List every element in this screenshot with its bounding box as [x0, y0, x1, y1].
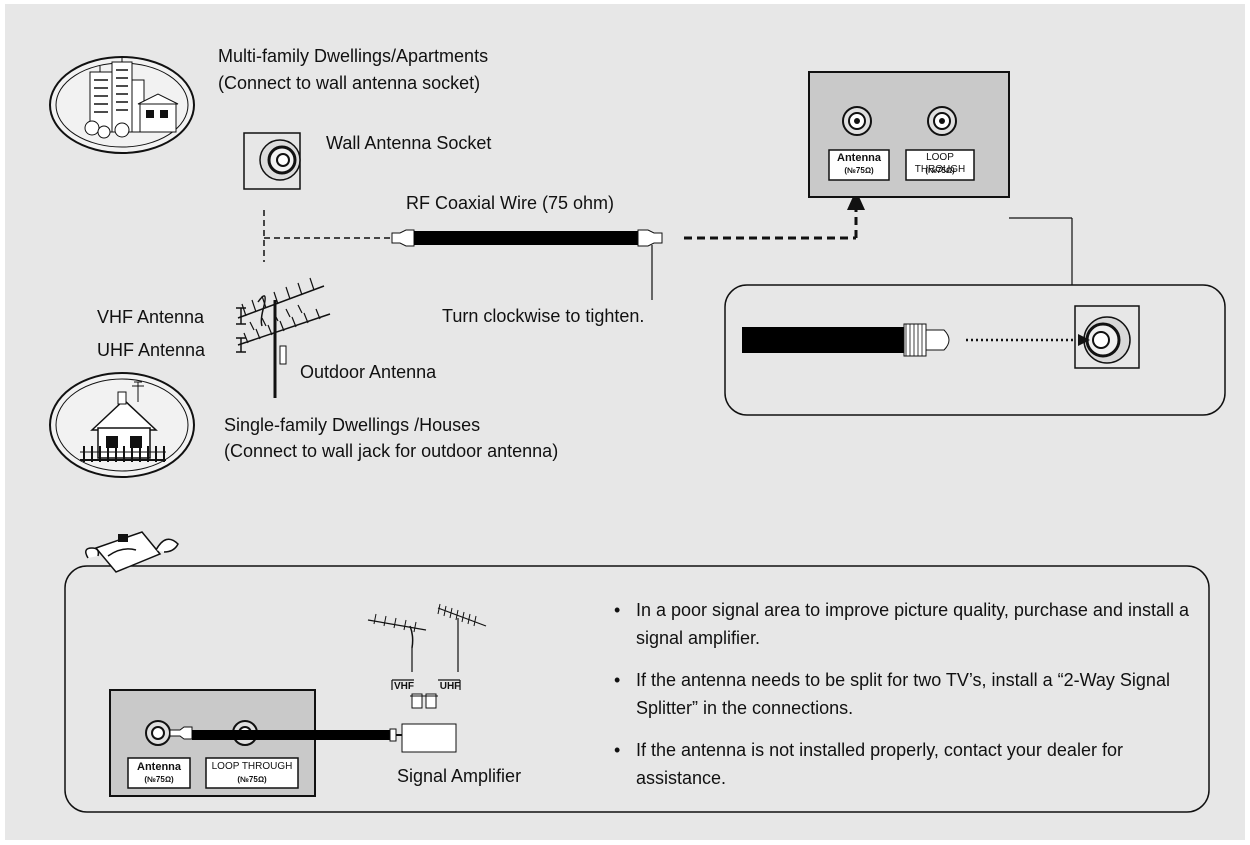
note-item: If the antenna needs to be split for two… — [612, 666, 1192, 722]
antenna-pair-icon — [367, 603, 487, 709]
vhf-label: VHF — [394, 681, 414, 692]
multi-family-title: Multi-family Dwellings/Apartments — [218, 46, 489, 66]
top-loop-through-sub: (№75Ω) — [925, 166, 955, 175]
uhf-antenna-label: UHF Antenna — [97, 340, 206, 360]
connector-detail-box — [724, 284, 1226, 416]
outdoor-antenna-label: Outdoor Antenna — [300, 362, 437, 382]
turn-clockwise-label: Turn clockwise to tighten. — [442, 306, 645, 326]
signal-amplifier-label: Signal Amplifier — [397, 766, 522, 786]
wall-antenna-socket-label: Wall Antenna Socket — [326, 133, 492, 153]
rf-coax-cable — [391, 229, 663, 300]
tv-back-panel-top — [808, 71, 1010, 198]
tv-back-panel-bottom — [109, 689, 316, 797]
bottom-antenna-jack-sub: (№75Ω) — [144, 775, 174, 784]
multi-family-subtitle: (Connect to wall antenna socket) — [218, 73, 481, 93]
note-item: If the antenna is not installed properly… — [612, 736, 1192, 792]
signal-amplifier-box — [401, 723, 457, 753]
outdoor-antenna-icon — [236, 277, 331, 398]
uhf-label: UHF — [439, 681, 461, 692]
vhf-antenna-label: VHF Antenna — [97, 307, 205, 327]
top-antenna-jack-label: Antenna — [837, 152, 881, 164]
bottom-antenna-jack-label: Antenna — [137, 761, 181, 773]
bottom-loop-through-sub: (№75Ω) — [237, 775, 267, 784]
top-loop-through-label: LOOP THROUGH — [914, 152, 966, 175]
note-item: In a poor signal area to improve picture… — [612, 596, 1192, 652]
notes-list: In a poor signal area to improve picture… — [612, 596, 1192, 806]
single-family-subtitle: (Connect to wall jack for outdoor antenn… — [224, 441, 559, 461]
wall-socket-icon — [243, 132, 301, 190]
top-antenna-jack-sub: (№75Ω) — [844, 166, 874, 175]
apartment-building-icon — [49, 56, 195, 154]
bottom-loop-through-label: LOOP THROUGH — [211, 761, 293, 772]
single-family-title: Single-family Dwellings /Houses — [224, 415, 481, 435]
house-icon — [49, 372, 195, 478]
rf-coaxial-wire-label: RF Coaxial Wire (75 ohm) — [406, 193, 615, 213]
amplifier-cable — [169, 723, 457, 753]
hand-note-icon — [85, 531, 179, 573]
